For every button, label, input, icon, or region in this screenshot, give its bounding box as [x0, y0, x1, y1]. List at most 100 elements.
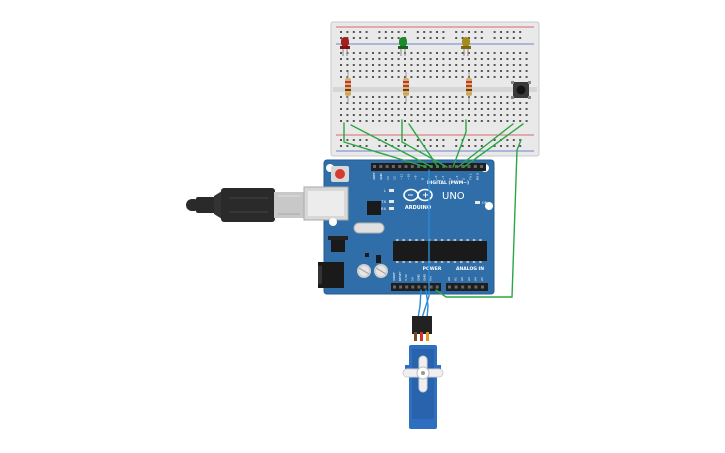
breadboard-hole — [391, 114, 394, 116]
breadboard-hole — [384, 31, 387, 33]
breadboard-hole — [493, 70, 496, 72]
reset-button[interactable] — [331, 166, 349, 182]
header-pin — [474, 285, 478, 289]
breadboard-hole — [500, 120, 502, 122]
breadboard-hole — [423, 76, 426, 78]
breadboard-hole — [455, 58, 458, 60]
breadboard-hole — [397, 31, 400, 33]
breadboard-hole — [500, 108, 502, 110]
breadboard-hole — [416, 58, 419, 60]
pin-label: ~5 — [441, 175, 445, 180]
header-pin — [435, 285, 439, 289]
mcu-leg — [472, 261, 476, 263]
breadboard-hole — [512, 70, 515, 72]
breadboard-hole — [442, 114, 445, 116]
breadboard-hole — [384, 145, 387, 147]
breadboard-hole — [391, 120, 394, 122]
breadboard-hole — [487, 102, 490, 104]
mcu-leg — [479, 239, 482, 241]
header-pin — [373, 165, 376, 168]
breadboard-hole — [493, 114, 496, 116]
header-pin — [467, 165, 471, 168]
capacitor — [357, 264, 371, 278]
breadboard-hole — [519, 70, 522, 72]
red-led[interactable] — [340, 37, 350, 56]
breadboard-hole — [493, 108, 496, 110]
breadboard-hole — [468, 52, 470, 54]
breadboard-hole — [378, 64, 381, 66]
breadboard-hole — [519, 139, 522, 141]
mcu-leg — [408, 239, 412, 241]
pushbutton[interactable] — [511, 81, 531, 99]
breadboard-hole — [500, 145, 502, 147]
breadboard-hole — [340, 102, 342, 104]
breadboard-hole — [442, 31, 445, 33]
breadboard-hole — [423, 108, 426, 110]
breadboard-hole — [506, 31, 509, 33]
pin-label: Vin — [429, 276, 433, 281]
pin-label: ~9 — [413, 175, 417, 180]
yellow-led[interactable] — [461, 37, 471, 56]
resistor-3[interactable] — [466, 72, 472, 103]
breadboard-hole — [442, 37, 445, 39]
breadboard-hole — [455, 120, 458, 122]
breadboard-hole — [397, 52, 400, 54]
breadboard-hole — [448, 96, 451, 98]
breadboard-hole — [352, 70, 355, 72]
breadboard-hole — [461, 76, 464, 78]
breadboard-hole — [500, 37, 502, 39]
resistor-1[interactable] — [345, 72, 351, 103]
header-pin — [410, 165, 414, 168]
wire-green — [452, 119, 467, 168]
pin-label: 12 — [393, 176, 397, 180]
breadboard-hole — [410, 114, 413, 116]
breadboard-hole — [506, 108, 509, 110]
breadboard-hole — [480, 102, 483, 104]
breadboard-hole — [404, 58, 406, 60]
breadboard-hole — [340, 76, 342, 78]
breadboard-hole — [474, 139, 477, 141]
header-pin — [429, 285, 433, 289]
breadboard-hole — [480, 37, 483, 39]
breadboard-hole — [416, 76, 419, 78]
breadboard-hole — [474, 31, 477, 33]
wire-blue-signal — [421, 169, 430, 319]
breadboard-hole — [410, 58, 413, 60]
breadboard-hole — [525, 76, 528, 78]
breadboard-hole — [480, 139, 483, 141]
breadboard-hole — [512, 108, 515, 110]
breadboard-hole — [378, 37, 381, 39]
breadboard-hole — [346, 120, 349, 122]
breadboard-hole — [512, 64, 515, 66]
mcu-leg — [466, 261, 469, 263]
mcu-leg — [415, 239, 418, 241]
breadboard-hole — [365, 139, 368, 141]
breadboard-hole — [372, 52, 374, 54]
breadboard-hole — [480, 76, 483, 78]
resistor-2[interactable] — [403, 72, 409, 103]
breadboard-hole — [436, 139, 438, 141]
breadboard-hole — [378, 120, 381, 122]
breadboard-hole — [352, 145, 355, 147]
breadboard-hole — [468, 58, 470, 60]
mounting-hole — [485, 202, 493, 210]
breadboard-hole — [461, 108, 464, 110]
pin-label: A2 — [460, 277, 464, 281]
usb-cable[interactable] — [186, 188, 304, 222]
servo-motor[interactable] — [402, 316, 444, 429]
breadboard-hole — [429, 145, 432, 147]
green-led[interactable] — [398, 37, 408, 56]
breadboard-hole — [346, 114, 349, 116]
breadboard-hole — [397, 70, 400, 72]
breadboard-hole — [359, 58, 362, 60]
header-pin — [417, 165, 421, 168]
breadboard-hole — [359, 102, 362, 104]
breadboard-hole — [455, 52, 458, 54]
breadboard-hole — [346, 76, 349, 78]
breadboard-hole — [461, 145, 464, 147]
breadboard-hole — [480, 120, 483, 122]
breadboard-hole — [384, 76, 387, 78]
breadboard-hole — [359, 139, 362, 141]
